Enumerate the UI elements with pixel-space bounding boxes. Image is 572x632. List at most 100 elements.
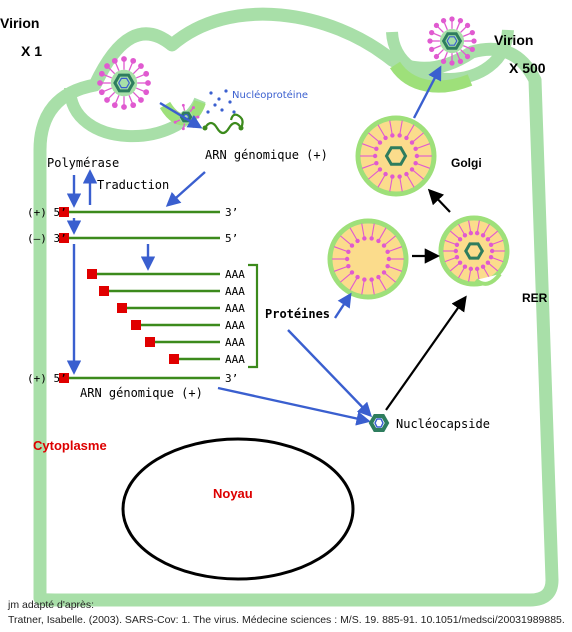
arrow-to-strand [165,171,206,207]
spike-head [349,270,355,275]
spike-head [474,230,480,236]
spike-head [390,174,395,179]
spike-head [362,277,367,282]
spike-head [372,153,378,159]
strand-plus-top-3: 3’ [225,206,238,219]
label-noyau: Noyau [213,486,253,501]
spike-head [138,97,144,103]
spike-head [181,103,185,107]
spike [361,279,365,295]
black-arrows [385,188,467,411]
spike-head [344,256,350,262]
spike [333,246,349,253]
spike-head [404,171,409,177]
spike-head [385,263,390,269]
spike [340,272,353,283]
capsid [384,146,408,166]
spike-head [449,60,455,66]
spike [361,143,377,150]
spike-head [485,260,491,265]
label-cytoplasme: Cytoplasme [33,438,107,453]
spike-head [383,135,388,141]
spike-head [404,135,409,141]
arrow-rna-to-nucleocapside [217,386,371,426]
spike-head [462,264,468,269]
arrow-proteines-to-nucleocapside [287,329,372,418]
spike-head [143,70,150,77]
spike-head [453,248,459,254]
spike [361,162,377,169]
spike-head [383,171,388,177]
spike-head [138,63,144,69]
spike-head [111,57,118,64]
vesicle [327,218,409,300]
spike-head [377,167,383,172]
spike-head [469,46,475,53]
label-traduction: Traduction [97,178,169,192]
spike-head [433,53,440,60]
spike-head [468,230,474,236]
virion-particle [97,56,151,110]
spike-head [488,255,494,260]
vesicle-opening [474,272,502,286]
spike [411,132,424,143]
label-polymerase: Polymérase [47,156,119,170]
arrow-golgi-to-virion [412,65,442,119]
poly-a-label: AAA [225,268,245,281]
spike-head [457,237,463,242]
blue-arrows [66,65,442,426]
vesicle [438,215,510,287]
spike-head [130,102,137,109]
spike-head [409,140,415,145]
spike-head [104,63,110,69]
cap-marker [59,207,69,217]
spike-head [346,249,351,255]
capsid-core [446,36,458,46]
spike [399,120,403,136]
spike [368,132,381,143]
spike-head [449,16,455,22]
label-nucleocapside: Nucléocapside [396,417,490,431]
five-prime-caps [59,207,179,383]
nucleus [121,437,355,581]
label-golgi: Golgi [451,156,482,170]
cap-marker [117,303,127,313]
spike-head [414,153,420,159]
subgenomic-bracket [248,263,259,369]
spike-head [355,274,360,280]
spike-head [377,140,383,145]
spike-head [369,236,374,241]
label-x500: X 500 [509,60,546,76]
spike-head [346,263,351,269]
capsid-core [118,77,130,89]
spike-head [374,146,379,152]
label-arn-genomique-top: ARN génomique (+) [205,148,328,162]
spike-head [121,56,127,62]
spike-head [130,57,137,64]
spike-head [454,255,460,260]
spike [371,279,375,295]
spike [405,124,415,139]
spike-head [457,18,464,24]
spike-head [362,236,367,241]
spike-head [440,18,447,24]
spike-head [440,58,447,64]
spike-head [489,248,495,254]
spike-head [468,266,474,272]
spike [377,227,387,242]
spike-head [464,22,471,29]
spike [399,176,403,192]
arrow-nucleocapside-to-rer [385,295,467,411]
spike [415,143,431,150]
caption-line-1: jm adapté d'après: [8,599,95,611]
poly-a-label: AAA [225,319,245,332]
nucleoprotein-dots [206,89,236,114]
spike-head [457,58,464,64]
spike [368,169,381,180]
spike-head [98,70,105,77]
label-arn-genomique-bottom: ARN génomique (+) [80,386,203,400]
spike-head [181,127,185,131]
spike-head [469,29,475,36]
spike-head [457,260,463,265]
